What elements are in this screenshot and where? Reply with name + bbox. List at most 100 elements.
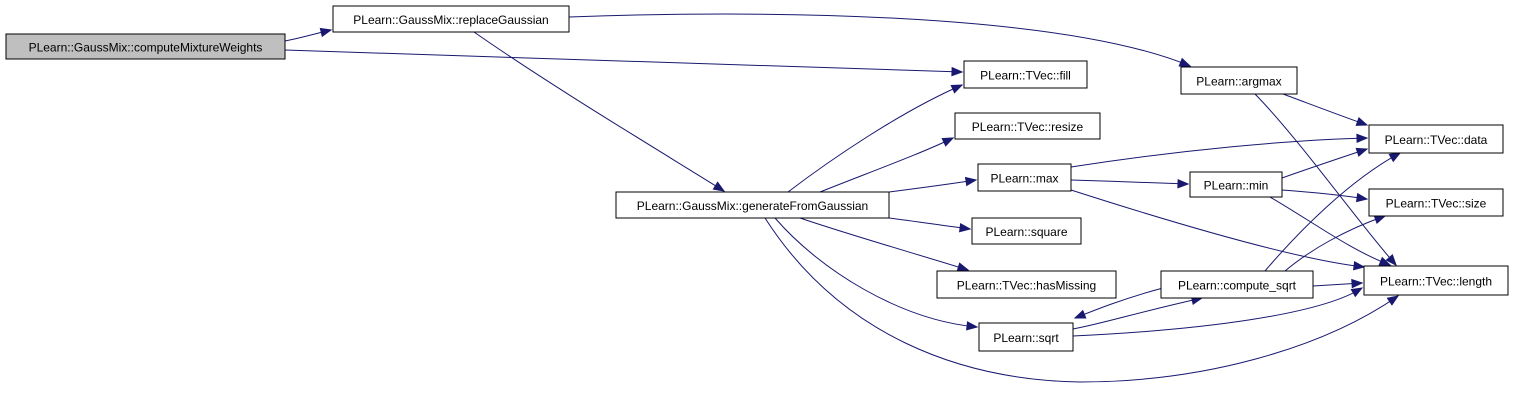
arrowhead-replaceGaussian-to-argmax — [1178, 57, 1192, 67]
arrowhead-generateFromGaussian-to-square — [958, 222, 972, 233]
node-box-resize[interactable] — [954, 112, 1101, 140]
node-label-replaceGaussian: PLearn::GaussMix::replaceGaussian — [353, 13, 548, 27]
node-replaceGaussian[interactable]: PLearn::GaussMix::replaceGaussian — [332, 5, 570, 33]
edge-line-replaceGaussian-to-argmax — [568, 13, 1191, 67]
node-length[interactable]: PLearn::TVec::length — [1363, 265, 1509, 296]
arrowhead-generateFromGaussian-to-fill — [950, 84, 964, 94]
arrowhead-argmax-to-length — [1385, 253, 1397, 267]
node-box-max[interactable] — [977, 163, 1072, 192]
arrowhead-compute_sqrt-to-sqrt — [1073, 309, 1087, 319]
edge-min-to-data — [1281, 147, 1369, 179]
node-label-square: PLearn::square — [985, 225, 1067, 239]
edge-generateFromGaussian-to-length — [764, 217, 1400, 383]
node-label-computeMixtureWeights: PLearn::GaussMix::computeMixtureWeights — [29, 41, 263, 55]
edge-max-to-length — [1070, 189, 1366, 271]
edge-line-argmax-to-length — [1254, 93, 1397, 266]
arrowhead-generateFromGaussian-to-length — [1386, 295, 1400, 306]
node-fill[interactable]: PLearn::TVec::fill — [963, 60, 1088, 89]
edge-argmax-to-length — [1254, 93, 1397, 267]
edge-generateFromGaussian-to-square — [888, 217, 972, 233]
node-compute_sqrt[interactable]: PLearn::compute_sqrt — [1160, 270, 1314, 299]
node-box-size[interactable] — [1368, 188, 1504, 217]
node-max[interactable]: PLearn::max — [977, 163, 1072, 192]
node-box-fill[interactable] — [963, 60, 1088, 89]
arrowhead-min-to-length — [1378, 256, 1392, 266]
edge-line-computeMixtureWeights-to-fill — [284, 49, 963, 73]
edge-line-replaceGaussian-to-generateFromGaussian — [473, 31, 725, 192]
edge-compute_sqrt-to-data — [1264, 152, 1402, 272]
edge-line-generateFromGaussian-to-hasMissing — [799, 217, 969, 271]
node-box-data[interactable] — [1368, 124, 1504, 154]
edge-line-generateFromGaussian-to-sqrt — [774, 217, 978, 328]
node-resize[interactable]: PLearn::TVec::resize — [954, 112, 1101, 140]
edge-line-min-to-size — [1281, 189, 1368, 200]
node-label-length: PLearn::TVec::length — [1380, 275, 1492, 289]
node-computeMixtureWeights[interactable]: PLearn::GaussMix::computeMixtureWeights — [5, 33, 286, 60]
node-square[interactable]: PLearn::square — [971, 217, 1082, 245]
edge-line-generateFromGaussian-to-fill — [787, 84, 963, 193]
edge-line-sqrt-to-length — [1072, 287, 1363, 337]
edge-line-generateFromGaussian-to-square — [888, 217, 971, 230]
node-label-resize: PLearn::TVec::resize — [972, 120, 1084, 134]
arrowhead-generateFromGaussian-to-hasMissing — [956, 262, 970, 272]
node-label-sqrt: PLearn::sqrt — [993, 331, 1059, 345]
node-label-min: PLearn::min — [1204, 179, 1269, 193]
node-box-hasMissing[interactable] — [936, 270, 1117, 299]
arrowhead-min-to-size — [1355, 192, 1369, 203]
node-label-data: PLearn::TVec::data — [1385, 133, 1488, 147]
edge-line-max-to-length — [1070, 189, 1365, 268]
arrowhead-argmax-to-data — [1355, 117, 1369, 126]
node-box-generateFromGaussian[interactable] — [615, 191, 890, 219]
arrowhead-max-to-length — [1352, 261, 1366, 271]
edge-sqrt-to-compute_sqrt — [1072, 295, 1204, 330]
edge-generateFromGaussian-to-max — [888, 176, 978, 193]
node-box-computeMixtureWeights[interactable] — [5, 33, 286, 60]
edge-line-generateFromGaussian-to-resize — [819, 137, 954, 193]
node-generateFromGaussian[interactable]: PLearn::GaussMix::generateFromGaussian — [615, 191, 890, 219]
edge-generateFromGaussian-to-sqrt — [774, 217, 979, 331]
node-size[interactable]: PLearn::TVec::size — [1368, 188, 1504, 217]
arrowhead-generateFromGaussian-to-resize — [941, 137, 955, 147]
node-data[interactable]: PLearn::TVec::data — [1368, 124, 1504, 154]
edge-max-to-data — [1070, 133, 1369, 168]
edge-line-compute_sqrt-to-size — [1284, 215, 1386, 272]
edge-compute_sqrt-to-length — [1312, 278, 1364, 289]
node-label-max: PLearn::max — [990, 172, 1058, 186]
edge-generateFromGaussian-to-fill — [787, 84, 964, 193]
node-box-compute_sqrt[interactable] — [1160, 270, 1314, 299]
node-box-square[interactable] — [971, 217, 1082, 245]
arrowhead-max-to-data — [1356, 133, 1369, 144]
edge-line-max-to-data — [1070, 137, 1368, 168]
node-box-replaceGaussian[interactable] — [332, 5, 570, 33]
edge-generateFromGaussian-to-resize — [819, 137, 955, 193]
node-label-size: PLearn::TVec::size — [1386, 197, 1487, 211]
node-box-length[interactable] — [1363, 265, 1509, 296]
edge-sqrt-to-length — [1072, 287, 1364, 337]
edge-line-min-to-length — [1269, 196, 1391, 266]
edge-line-argmax-to-data — [1282, 93, 1368, 126]
arrowhead-generateFromGaussian-to-sqrt — [966, 321, 979, 331]
edge-line-compute_sqrt-to-data — [1264, 152, 1401, 272]
node-label-argmax: PLearn::argmax — [1196, 75, 1281, 89]
edge-min-to-length — [1269, 196, 1392, 266]
edge-computeMixtureWeights-to-replaceGaussian — [284, 27, 333, 42]
edge-replaceGaussian-to-argmax — [568, 13, 1192, 67]
node-min[interactable]: PLearn::min — [1189, 171, 1283, 198]
node-box-sqrt[interactable] — [978, 322, 1074, 352]
edge-line-max-to-min — [1070, 179, 1189, 185]
arrowhead-replaceGaussian-to-generateFromGaussian — [712, 181, 726, 192]
node-hasMissing[interactable]: PLearn::TVec::hasMissing — [936, 270, 1117, 299]
node-box-min[interactable] — [1189, 171, 1283, 198]
edge-max-to-min — [1070, 178, 1190, 189]
edge-compute_sqrt-to-sqrt — [1073, 287, 1164, 319]
edge-line-generateFromGaussian-to-max — [888, 179, 977, 193]
node-label-generateFromGaussian: PLearn::GaussMix::generateFromGaussian — [637, 199, 868, 213]
node-sqrt[interactable]: PLearn::sqrt — [978, 322, 1074, 352]
edge-argmax-to-data — [1282, 93, 1369, 126]
edge-computeMixtureWeights-to-fill — [284, 49, 964, 77]
node-label-hasMissing: PLearn::TVec::hasMissing — [957, 279, 1096, 293]
node-argmax[interactable]: PLearn::argmax — [1180, 66, 1298, 95]
arrowhead-computeMixtureWeights-to-fill — [951, 66, 964, 77]
node-box-argmax[interactable] — [1180, 66, 1298, 95]
